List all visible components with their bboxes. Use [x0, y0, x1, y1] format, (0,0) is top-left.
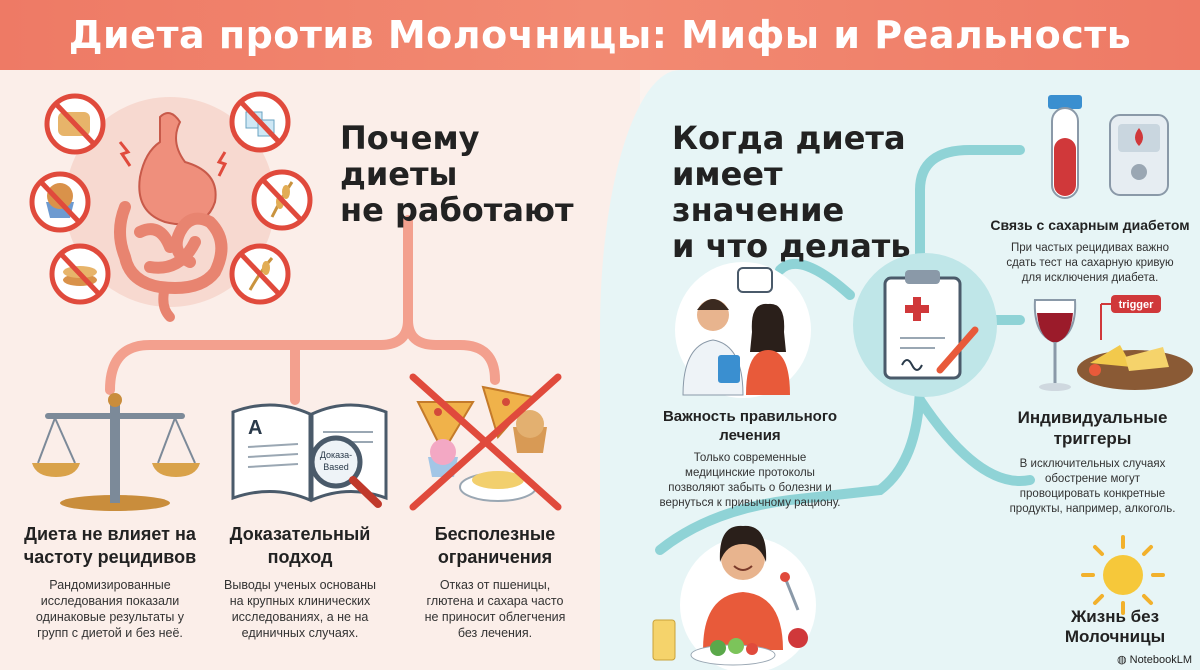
diabetes-title: Связь с сахарным диабетом — [990, 217, 1190, 233]
page-title: Диета против Молочницы: Мифы и Реальност… — [68, 13, 1132, 57]
woman-face-icon — [721, 536, 765, 580]
card-text-line: Рандомизированные — [49, 578, 171, 592]
blood-test-icon — [1048, 95, 1169, 199]
stomach-icon — [138, 112, 217, 226]
sun-icon — [1081, 535, 1165, 615]
juice-glass-icon — [652, 619, 676, 661]
doctor-patient-illustration — [675, 262, 811, 398]
triggers-title-line2: триггеры — [1053, 429, 1132, 448]
treatment-block: Важность правильного лечения Только совр… — [640, 407, 860, 511]
scales-icon — [32, 393, 200, 511]
life-block: Жизнь без Молочницы — [1040, 607, 1190, 647]
card-title-line1: Бесполезные — [434, 524, 556, 544]
treatment-text-line: вернуться к привычному рациону. — [659, 497, 841, 509]
digestive-system-illustration — [29, 91, 313, 322]
card-text-line: одинаковые результаты у — [35, 610, 185, 624]
banned-pancakes-icon — [49, 243, 111, 305]
apple-icon — [788, 628, 808, 648]
card-text-line: Выводы ученых основаны — [224, 578, 376, 592]
trigger-tag-label: trigger — [1119, 299, 1155, 311]
book-label-2: Based — [323, 462, 349, 472]
card-title-line1: Доказательный — [229, 524, 371, 544]
diabetes-text-line: При частых рецидивах важно — [1011, 242, 1169, 254]
triggers-block: Индивидуальные триггеры В исключительных… — [985, 407, 1200, 517]
triggers-title-line1: Индивидуальные — [1017, 408, 1168, 427]
diabetes-block: Связь с сахарным диабетом При частых рец… — [985, 217, 1195, 286]
medical-clipboard-illustration — [853, 253, 997, 397]
left-connector-lines — [105, 215, 500, 405]
card-title-line1: Диета не влияет на — [24, 524, 196, 544]
notebooklm-logo: ◍ NotebookLM — [1117, 653, 1192, 667]
right-title-line1: Когда диета — [672, 119, 906, 157]
card-text-line: исследованиях, а не на — [231, 610, 369, 624]
notebooklm-icon: ◍ — [1117, 654, 1127, 666]
banned-junk-food-icon — [409, 373, 562, 511]
header-banner: Диета против Молочницы: Мифы и Реальност… — [0, 0, 1200, 70]
card-text-line: Отказ от пшеницы, — [439, 578, 551, 592]
pen-icon — [936, 326, 979, 374]
trigger-tag — [1111, 295, 1161, 313]
happy-woman-illustration — [652, 525, 816, 670]
banned-bread-icon — [44, 93, 106, 155]
magnifier-icon — [309, 435, 363, 489]
left-section-title: Почему диеты не работают — [340, 120, 600, 228]
card-evidence: Доказательный подход Выводы ученых основа… — [205, 523, 395, 641]
wine-cheese-illustration: trigger — [1033, 295, 1193, 391]
card-title-line2: ограничения — [437, 547, 553, 567]
right-title-line2: имеет значение — [672, 155, 845, 229]
triggers-text-line: продукты, например, алкоголь. — [1009, 503, 1176, 515]
card-text-line: не приносит облегчения — [424, 610, 566, 624]
life-title-line1: Жизнь без — [1070, 607, 1160, 626]
card-text-line: единичных случаях. — [241, 626, 359, 640]
banned-sugar-icon — [229, 91, 291, 153]
life-title-line2: Молочницы — [1064, 627, 1166, 646]
intestine-icon — [114, 201, 228, 294]
medical-cross-icon — [905, 297, 929, 321]
right-section-title: Когда диета имеет значение и что делать — [672, 120, 942, 264]
left-title-line2: не работают — [340, 191, 574, 229]
treatment-text-line: Только современные — [693, 452, 807, 464]
treatment-text-line: медицинские протоколы — [685, 467, 815, 479]
card-text-line: глютена и сахара часто — [426, 594, 564, 608]
diabetes-text-line: для исключения диабета. — [1021, 272, 1159, 284]
left-title-line1: Почему диеты — [340, 119, 480, 193]
logo-text: NotebookLM — [1129, 653, 1192, 666]
card-no-effect: Диета не влияет на частоту рецидивов Ранд… — [10, 523, 210, 641]
triggers-text-line: В исключительных случаях — [1019, 458, 1166, 470]
card-text-line: групп с диетой и без неё. — [37, 626, 183, 640]
treatment-title-line1: Важность правильного — [662, 408, 838, 425]
treatment-title-line2: лечения — [719, 427, 781, 444]
card-text-line: исследования показали — [40, 594, 180, 608]
card-text-line: на крупных клинических — [229, 594, 371, 608]
treatment-text-line: позволяют забыть о болезни и — [668, 482, 832, 494]
book-label-1: Доказа- — [320, 450, 352, 460]
diabetes-text-line: сдать тест на сахарную кривую — [1006, 257, 1174, 269]
book-letter: A — [248, 417, 262, 439]
right-title-line3: и что делать — [672, 227, 911, 265]
triggers-text-line: обострение могут — [1044, 473, 1141, 485]
card-title-line2: подход — [267, 547, 333, 567]
triggers-text-line: провоцировать конкретные — [1019, 488, 1166, 500]
book-icon: A Доказа- Based — [231, 403, 388, 508]
card-title-line2: частоту рецидивов — [23, 547, 197, 567]
card-text-line: без лечения. — [457, 626, 533, 640]
banned-muffin-icon — [29, 171, 91, 233]
banned-wheat-icon — [251, 169, 313, 231]
banned-grain-icon — [229, 243, 291, 305]
card-restrictions: Бесполезные ограничения Отказ от пшеницы,… — [395, 523, 595, 641]
speech-bubble-icon — [737, 267, 773, 293]
